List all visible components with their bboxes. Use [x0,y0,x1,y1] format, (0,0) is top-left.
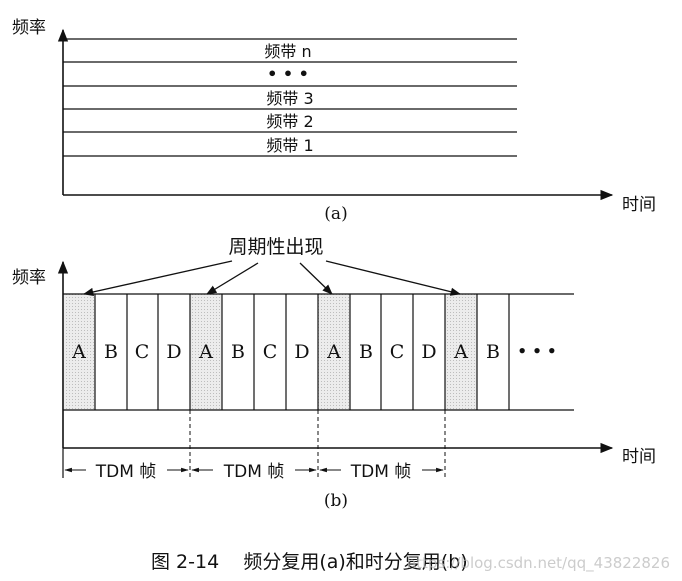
a-band-label-1: 频带 1 [266,136,313,155]
watermark: https://blog.csdn.net/qq_43822826 [407,554,670,573]
b-annotation: 周期性出现 [228,236,323,258]
b-shaded-slots [64,294,477,410]
a-band-ellipsis: • • • [267,64,309,83]
a-band-lines [63,38,517,157]
b-frame-label-3: TDM 帧 [350,462,412,482]
slot-label: A [326,341,341,363]
slot-label: A [198,341,213,363]
slot-label: D [294,341,309,363]
b-annotation-arrows [82,260,462,297]
b-frame-label-1: TDM 帧 [95,462,157,482]
slot-label: B [104,341,118,363]
slot-label: C [135,341,150,363]
a-band-label-3: 频带 3 [266,89,313,108]
a-caption: (a) [324,204,347,224]
slot-label: A [453,341,468,363]
slot-label: B [231,341,245,363]
slot-ellipsis: • • • [517,342,556,360]
slot-label: C [263,341,278,363]
figure-caption: 图 2-14 频分复用(a)和时分复用(b) [151,551,468,573]
b-slot-labels: A B C D A B C D A B C D A B • • • [71,341,556,363]
diagram-b: 频率 时间 A B C D A B [12,236,656,511]
slot-label: D [166,341,181,363]
slot-label: C [390,341,405,363]
slot-label: B [486,341,500,363]
b-frame-boundaries [189,410,446,478]
b-caption: (b) [324,491,348,511]
a-x-axis-label: 时间 [622,195,656,215]
a-band-label-n: 频带 n [264,42,311,61]
slot-label: A [71,341,86,363]
a-band-label-2: 频带 2 [266,112,313,131]
diagram-a: 频率 时间 频带 n • • • 频带 3 频带 2 频带 1 (a) [12,18,656,224]
b-frame-label-2: TDM 帧 [223,462,285,482]
b-y-axis-label: 频率 [12,268,46,288]
slot-label: B [359,341,373,363]
b-x-axis-label: 时间 [622,447,656,467]
slot-label: D [421,341,436,363]
b-slot-dividers [94,294,510,410]
a-y-axis-label: 频率 [12,18,46,38]
